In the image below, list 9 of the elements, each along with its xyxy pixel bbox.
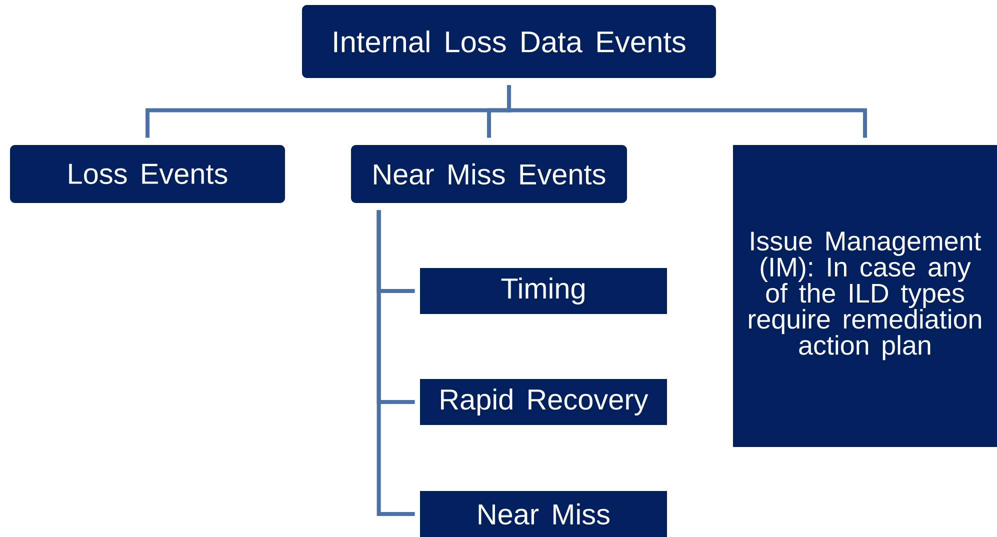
title-box: Internal Loss Data Events (302, 5, 716, 78)
description-box: Issue Management (IM): In case any of the ILD types require remediation action plan (733, 145, 997, 447)
category-box: Loss Events (10, 145, 285, 203)
subcategory-box: Near Miss (420, 491, 667, 537)
subcategory-box: Rapid Recovery (420, 379, 667, 425)
category-box: Near Miss Events (351, 145, 627, 203)
connector-line (507, 85, 867, 138)
subcategory-box: Timing (420, 268, 667, 314)
connector-line (376, 210, 415, 516)
